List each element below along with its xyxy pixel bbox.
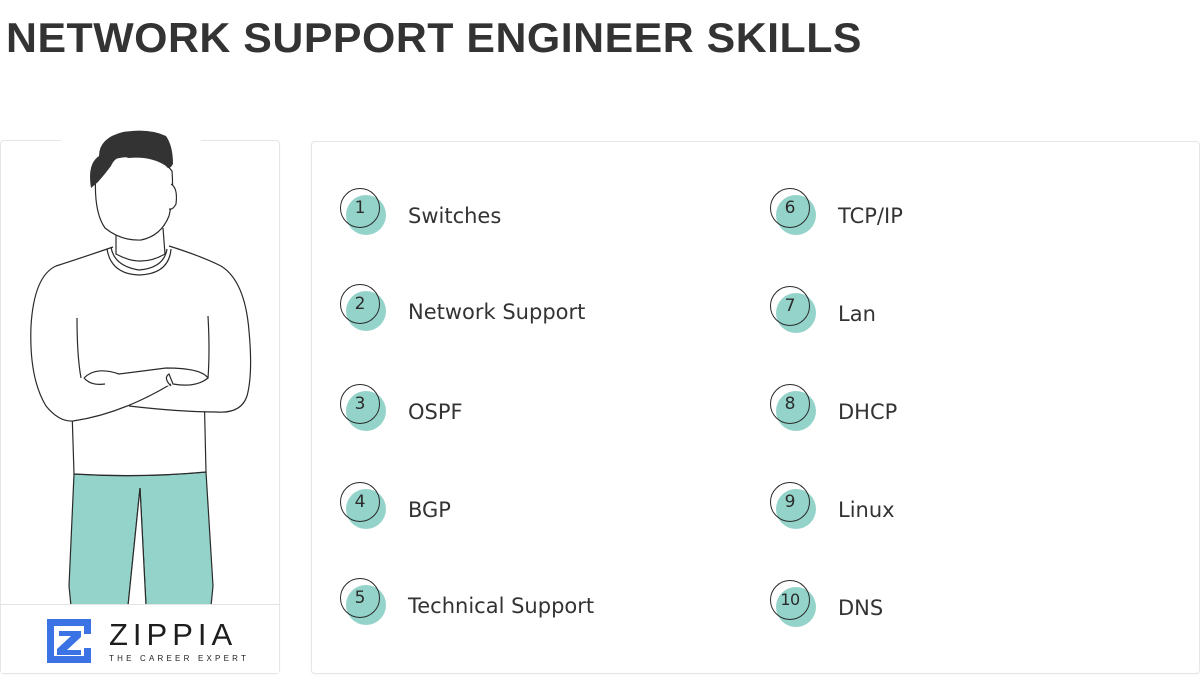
zippia-logo[interactable]: ZIPPIA THE CAREER EXPERT [47, 619, 249, 663]
skill-label: TCP/IP [838, 204, 903, 228]
skill-label: Lan [838, 302, 876, 326]
rank-badge: 2 [340, 284, 390, 334]
skill-label: Technical Support [408, 594, 595, 618]
skill-label: OSPF [408, 400, 463, 424]
logo-footer: ZIPPIA THE CAREER EXPERT [1, 604, 279, 673]
rank-badge: 7 [770, 286, 820, 336]
skill-item: 5 Technical Support [340, 578, 594, 628]
skill-label: DHCP [838, 400, 898, 424]
skill-label: Linux [838, 498, 895, 522]
skill-label: BGP [408, 498, 451, 522]
skill-item: 9 Linux [770, 482, 895, 532]
skill-item: 2 Network Support [340, 284, 585, 334]
illustration-panel: ZIPPIA THE CAREER EXPERT [0, 116, 280, 674]
skill-item: 7 Lan [770, 286, 876, 336]
skill-item: 8 DHCP [770, 384, 897, 434]
rank-badge: 9 [770, 482, 820, 532]
page-title: NETWORK SUPPORT ENGINEER SKILLS [6, 14, 863, 61]
skill-label: DNS [838, 596, 884, 620]
skill-item: 4 BGP [340, 482, 451, 532]
rank-badge: 4 [340, 482, 390, 532]
rank-badge: 5 [340, 578, 390, 628]
skill-item: 10 DNS [770, 580, 883, 630]
rank-badge: 6 [770, 188, 820, 238]
skill-label: Network Support [408, 300, 586, 324]
skill-item: 1 Switches [340, 188, 501, 238]
person-illustration-icon [30, 116, 252, 606]
skills-panel: 1 Switches 2 Network Support 3 OSPF 4 BG… [311, 141, 1200, 674]
rank-badge: 8 [770, 384, 820, 434]
rank-badge: 10 [770, 580, 820, 630]
rank-badge: 1 [340, 188, 390, 238]
skill-item: 3 OSPF [340, 384, 463, 434]
rank-badge: 3 [340, 384, 390, 434]
skill-item: 6 TCP/IP [770, 188, 903, 238]
logo-name: ZIPPIA [109, 616, 238, 652]
zippia-logo-icon [47, 619, 91, 663]
logo-tagline: THE CAREER EXPERT [109, 653, 250, 663]
skill-label: Switches [408, 204, 502, 228]
